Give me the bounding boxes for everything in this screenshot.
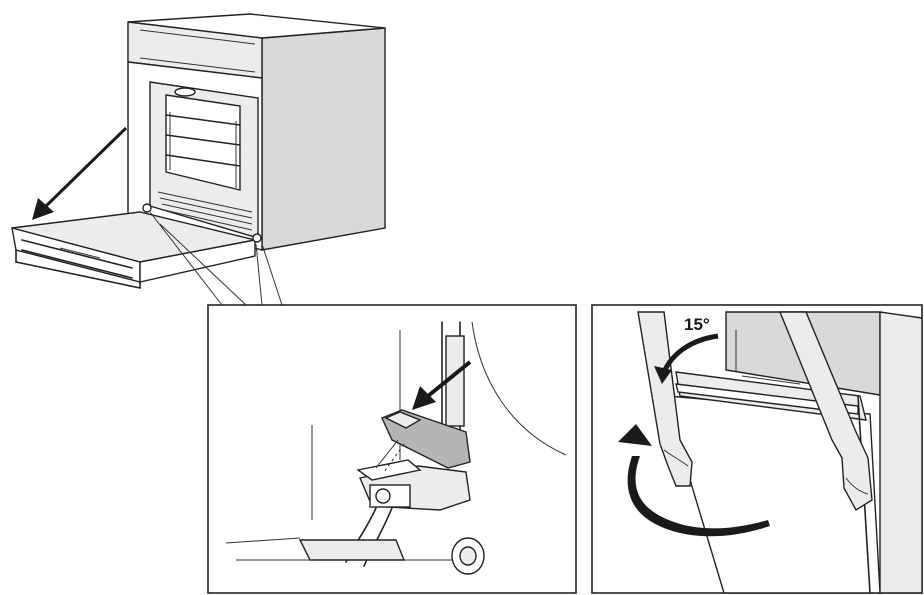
door-lift-illustration bbox=[637, 311, 881, 594]
zoom-lines bbox=[149, 211, 283, 306]
hinge-detail-panel bbox=[207, 304, 577, 594]
rotate-arrow bbox=[618, 424, 770, 537]
hinge-left-marker bbox=[142, 203, 152, 213]
hinge-lever-illustration bbox=[298, 409, 485, 575]
right-hand bbox=[778, 311, 873, 511]
pull-arrow bbox=[32, 126, 128, 220]
angle-label: 15° bbox=[684, 315, 710, 334]
door-lift-panel: 15° bbox=[591, 304, 923, 594]
lever-arrow bbox=[412, 360, 472, 410]
oven-side-panel bbox=[261, 27, 386, 251]
hinge-right-marker bbox=[252, 233, 262, 243]
oven-illustration bbox=[11, 13, 386, 289]
left-hand bbox=[637, 311, 693, 487]
angle-indicator: 15° bbox=[654, 315, 719, 384]
